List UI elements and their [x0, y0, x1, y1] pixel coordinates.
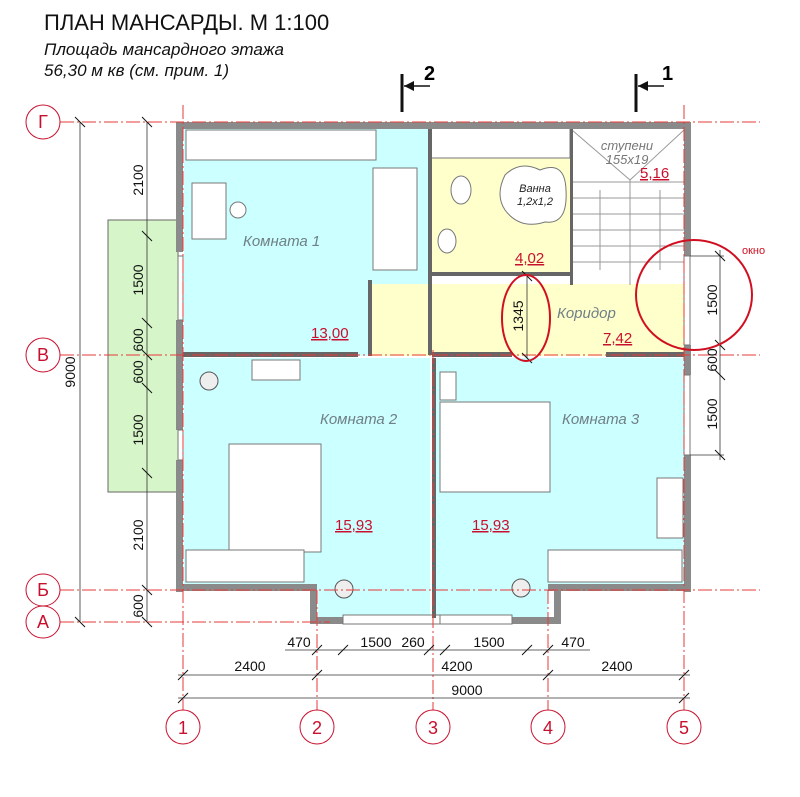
svg-text:9000: 9000 — [62, 356, 78, 387]
svg-text:1500: 1500 — [130, 414, 146, 445]
annotation-window-label: окно — [742, 245, 765, 257]
right-dimensions: 1500 600 1500 — [690, 250, 726, 461]
axis-bubble-row-B: Б — [25, 573, 61, 607]
grid-axes — [60, 105, 760, 710]
room-3-area: 15,93 — [472, 517, 510, 534]
corridor-name: Коридор — [557, 305, 616, 322]
bathroom-area: 4,02 — [515, 250, 544, 267]
corridor-area: 7,42 — [603, 330, 632, 347]
axis-bubble-col-2: 2 — [299, 709, 335, 745]
stairs-size: 155х19 — [606, 152, 649, 167]
axis-bubble-col-4: 4 — [530, 709, 566, 745]
svg-text:1500: 1500 — [704, 284, 720, 315]
furniture — [185, 129, 684, 599]
svg-text:4200: 4200 — [441, 658, 472, 674]
svg-text:600: 600 — [130, 360, 146, 384]
svg-text:600: 600 — [130, 328, 146, 352]
room-3-name: Комната 3 — [562, 411, 640, 428]
plan-title: ПЛАН МАНСАРДЫ. М 1:100 — [44, 10, 329, 35]
svg-text:1: 1 — [662, 63, 673, 85]
stairs-area: 5,16 — [640, 165, 669, 182]
svg-text:260: 260 — [401, 634, 425, 650]
stairs-label: ступени — [601, 138, 653, 153]
svg-text:1500: 1500 — [473, 634, 504, 650]
room-1-name: Комната 1 — [243, 233, 320, 250]
axis-bubble-row-G: Г — [25, 104, 61, 140]
svg-text:1500: 1500 — [360, 634, 391, 650]
room-2-area: 15,93 — [335, 517, 373, 534]
bath-size: 1,2х1,2 — [517, 196, 553, 208]
svg-text:9000: 9000 — [451, 682, 482, 698]
svg-text:600: 600 — [130, 594, 146, 618]
axis-bubble-col-3: 3 — [415, 709, 451, 745]
section-mark-2: 2 — [400, 63, 435, 112]
svg-text:2100: 2100 — [130, 519, 146, 550]
bath-label: Ванна — [519, 183, 551, 195]
room-1-area: 13,00 — [311, 325, 349, 342]
annotation-circle-window — [635, 239, 753, 351]
svg-text:5: 5 — [679, 718, 689, 738]
room-2-name: Комната 2 — [320, 411, 398, 428]
axis-bubble-col-1: 1 — [165, 709, 201, 745]
svg-text:1500: 1500 — [704, 398, 720, 429]
annotation-circle-corridor — [501, 274, 551, 362]
svg-text:2100: 2100 — [130, 164, 146, 195]
svg-text:2: 2 — [312, 718, 322, 738]
stair-treads — [571, 129, 685, 285]
svg-text:Б: Б — [37, 580, 49, 600]
svg-text:600: 600 — [704, 348, 720, 372]
svg-text:2400: 2400 — [601, 658, 632, 674]
svg-text:2: 2 — [424, 63, 435, 85]
svg-text:Г: Г — [38, 112, 48, 132]
axis-bubble-col-5: 5 — [666, 709, 702, 745]
svg-text:3: 3 — [428, 718, 438, 738]
axis-bubble-row-V: В — [25, 337, 61, 373]
svg-text:4: 4 — [543, 718, 553, 738]
svg-text:470: 470 — [561, 634, 585, 650]
svg-text:470: 470 — [287, 634, 311, 650]
left-dimensions: 9000 2100 1500 600 600 1500 2100 600 — [62, 116, 153, 628]
storage — [429, 127, 571, 159]
corridor — [372, 284, 684, 356]
subtitle-line-2: 56,30 м кв (см. прим. 1) — [44, 61, 229, 80]
svg-text:А: А — [37, 612, 49, 632]
stairs — [572, 128, 684, 286]
svg-text:2400: 2400 — [234, 658, 265, 674]
section-mark-1: 1 — [634, 63, 673, 112]
bottom-dimensions: 470 1500 260 1500 470 2400 4200 2400 900… — [177, 634, 690, 704]
balcony — [107, 219, 179, 493]
svg-text:1: 1 — [178, 718, 188, 738]
subtitle-line-1: Площадь мансардного этажа — [44, 40, 284, 59]
svg-text:1500: 1500 — [130, 264, 146, 295]
svg-text:1345: 1345 — [510, 300, 526, 331]
axis-bubble-row-A: А — [25, 605, 61, 639]
svg-text:В: В — [37, 345, 49, 365]
